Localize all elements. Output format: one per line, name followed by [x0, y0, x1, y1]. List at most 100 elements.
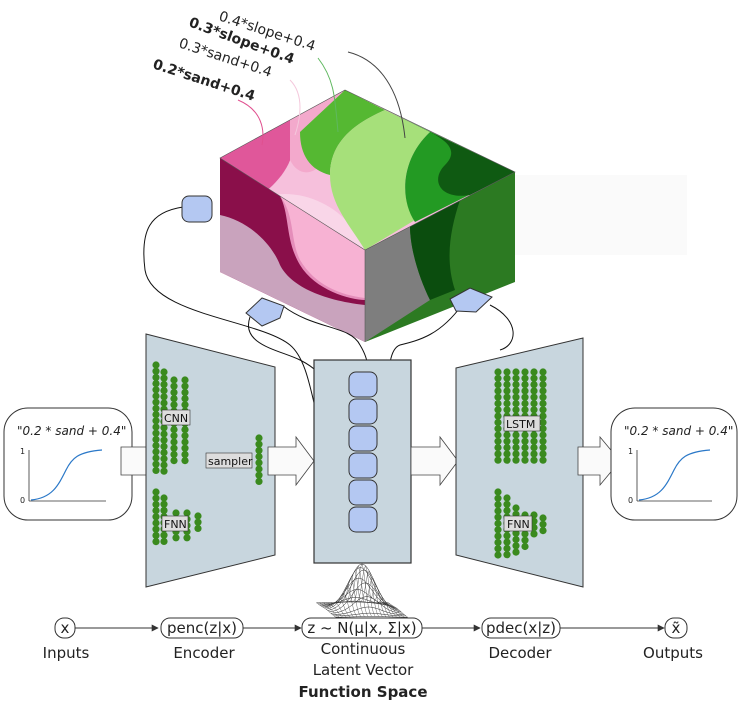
- decoder-neuron: [494, 381, 502, 389]
- decoder-neuron: [494, 507, 502, 515]
- encoder-neuron: [194, 512, 202, 520]
- node-encoder-box: [160, 617, 244, 639]
- encoder-neuron: [181, 388, 189, 396]
- encoder-neuron: [160, 424, 168, 432]
- token-right: [449, 287, 493, 313]
- decoder-neuron: [512, 399, 520, 408]
- decoder-neuron: [530, 406, 538, 414]
- decoder-neuron: [512, 456, 520, 464]
- decoder-neuron: [521, 456, 529, 464]
- decoder-neuron: [521, 431, 529, 439]
- encoder-neuron: [152, 507, 160, 515]
- encoder-neuron: [152, 423, 160, 431]
- decoder-neuron: [521, 368, 529, 376]
- decoder-neuron: [503, 368, 511, 376]
- encoder-neuron: [152, 525, 160, 533]
- encoder-neuron: [170, 444, 178, 452]
- sampler-neuron: [255, 434, 263, 442]
- decoder-neuron: [503, 374, 511, 382]
- encoder-neuron: [181, 432, 189, 440]
- decoder-neuron: [494, 513, 502, 521]
- encoder-neuron: [160, 531, 168, 539]
- decoder-neuron: [494, 501, 502, 509]
- encoder-neuron: [160, 467, 168, 475]
- decoder-neuron: [539, 418, 547, 426]
- encoder-neuron: [152, 392, 160, 400]
- encoder-neuron: [152, 429, 160, 437]
- decoder-neuron: [530, 381, 538, 389]
- arrow-latent-decoder: [410, 435, 459, 487]
- decoder-neuron: [539, 393, 547, 401]
- decoder-neuron: [503, 500, 511, 508]
- cube-top-outline: [219, 89, 516, 251]
- decoder-neuron: [530, 431, 538, 439]
- encoder-neuron: [152, 373, 160, 381]
- decoder-neuron: [530, 368, 538, 376]
- encoder-neuron: [152, 454, 160, 462]
- token-mid: [245, 297, 285, 327]
- sampler-neuron: [255, 440, 263, 448]
- encoder-neuron: [183, 534, 191, 542]
- decoder-neuron: [494, 412, 502, 420]
- decoder-neuron: [539, 368, 547, 376]
- encoder-neuron: [170, 426, 178, 434]
- encoder-neuron: [152, 466, 160, 474]
- node-outputs-box: [664, 617, 688, 639]
- node-decoder-formula: pdec(x|z): [486, 619, 556, 637]
- decoder-neuron: [539, 374, 547, 382]
- decoder-neuron: [512, 450, 520, 458]
- decoder-neuron: [503, 551, 511, 559]
- decoder-neuron: [494, 425, 502, 433]
- decoder-neuron: [512, 368, 520, 376]
- encoder-neuron: [152, 488, 160, 496]
- encoder-fnn-label: FNN: [164, 518, 187, 531]
- decoder-neuron: [494, 538, 502, 547]
- encoder-neuron: [152, 404, 160, 412]
- decoder-neuron: [503, 399, 511, 408]
- encoder-neuron: [172, 534, 180, 542]
- encoder-neuron: [194, 524, 202, 533]
- decoder-neuron: [494, 532, 502, 540]
- output-plot-title: "0.2 * sand + 0.4": [624, 424, 733, 438]
- decoder-neuron: [512, 393, 520, 401]
- encoder-neuron: [152, 519, 160, 527]
- pipeline: x Inputs penc(z|x) Encoder z ~ N(μ|x, Σ|…: [43, 617, 703, 701]
- decoder-neuron: [503, 431, 511, 439]
- node-inputs-symbol: x: [61, 619, 70, 637]
- encoder-neuron: [160, 500, 168, 508]
- decoder-neuron: [530, 399, 538, 408]
- decoder-neuron: [494, 387, 502, 395]
- decoder-neuron: [512, 529, 520, 537]
- sampler-neuron: [255, 477, 263, 485]
- decoder-neuron: [494, 399, 502, 408]
- latent-cells: [348, 371, 378, 533]
- encoder-neuron: [181, 382, 189, 390]
- encoder-neuron: [152, 513, 160, 521]
- decoder-neuron: [512, 535, 520, 544]
- leader-sand-03: [289, 79, 301, 136]
- sampler-label: sampler: [208, 455, 253, 468]
- decoder-neuron: [530, 374, 538, 382]
- decoder-neuron: [503, 450, 511, 458]
- decoder-neuron: [494, 488, 502, 496]
- encoder-neuron: [160, 374, 168, 382]
- encoder-neuron: [183, 509, 191, 517]
- decoder-neuron: [494, 494, 502, 502]
- encoder-neuron: [160, 399, 168, 407]
- decoder-neuron: [503, 437, 511, 445]
- encoder-neuron: [160, 461, 168, 469]
- encoder-neuron: [152, 494, 160, 502]
- decoder-neuron: [512, 406, 520, 414]
- decoder-neuron: [494, 374, 502, 382]
- arrow-decoder-output: [577, 435, 621, 487]
- decoder-neuron: [494, 450, 502, 458]
- sampler-neuron: [255, 453, 263, 461]
- decoder-neuron: [503, 456, 511, 464]
- decoder-fnn-label: FNN: [507, 518, 530, 531]
- decoder-panel: LSTM FNN: [455, 337, 584, 588]
- encoder-neuron: [160, 387, 168, 395]
- encoder-neuron: [152, 435, 160, 443]
- encoder-neuron: [170, 382, 178, 390]
- decoder-neuron: [521, 530, 529, 538]
